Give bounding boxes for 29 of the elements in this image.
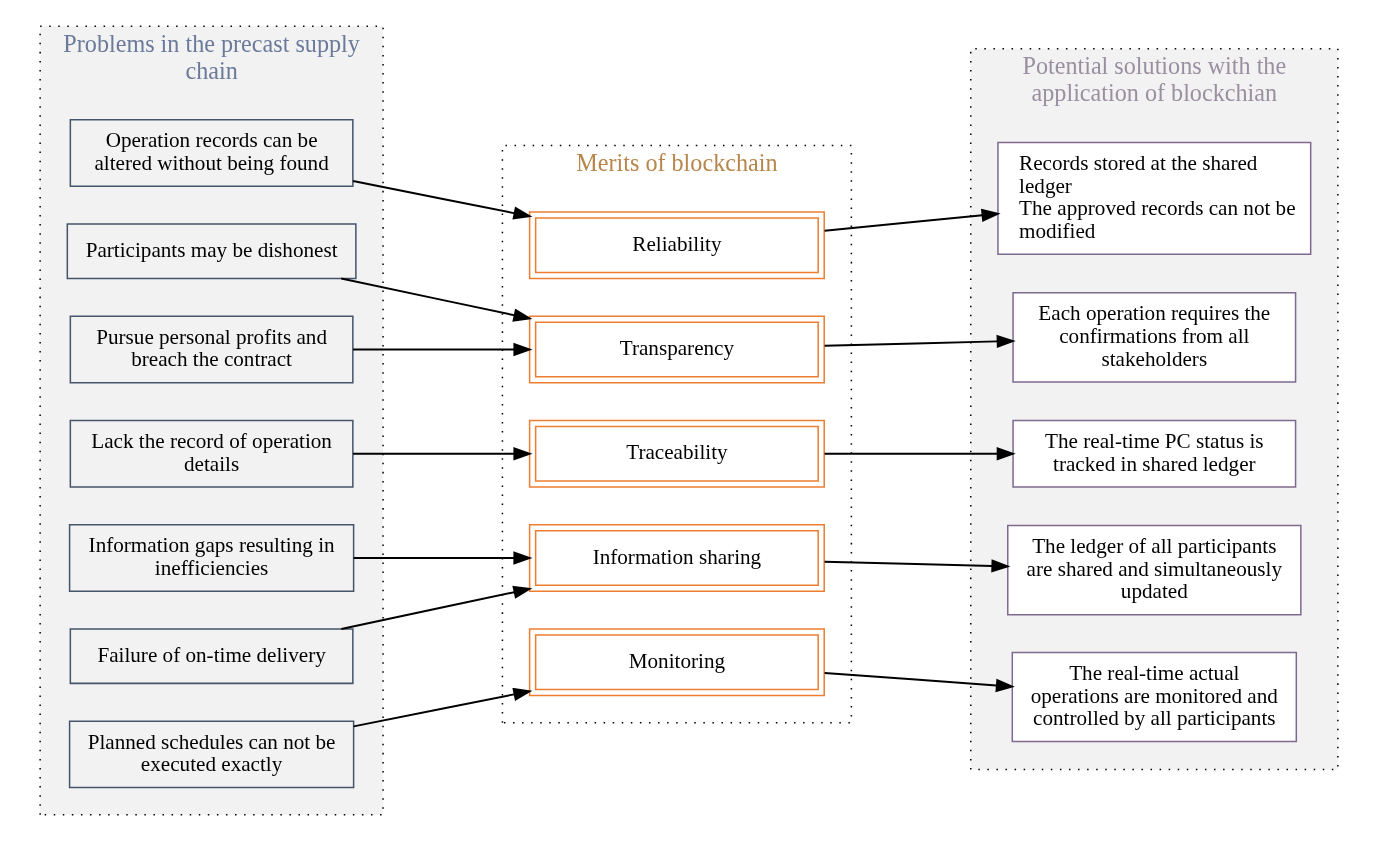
node-box: Traceability: [528, 419, 825, 488]
node-box: Each operation requires the confirmations from all stakeholders: [1012, 292, 1297, 383]
node-box: Failure of on-time delivery: [69, 628, 354, 685]
node-box: The real-time PC status is tracked in shared ledger: [1012, 419, 1297, 488]
node-box: Records stored at the shared ledger The approved records can not be modified: [997, 141, 1312, 256]
node-box: The real-time actual operations are monitored and controlled by all participants: [1011, 651, 1298, 743]
arrow: [352, 447, 533, 461]
arrow: [823, 671, 1015, 693]
arrow: [352, 551, 533, 565]
node-box: Participants may be dishonest: [66, 223, 357, 280]
arrow: [352, 687, 533, 728]
node-box: Pursue personal profits and breach the contract: [69, 315, 354, 384]
arrow: [823, 334, 1016, 349]
arrow: [340, 585, 533, 630]
node-box: Operation records can be altered without being found: [69, 119, 354, 188]
node-box: The ledger of all participants are shared and simultaneously updated: [1007, 524, 1302, 616]
arrow: [823, 208, 1001, 232]
node-box: Information sharing: [528, 524, 825, 592]
node-box: Reliability: [528, 211, 825, 280]
arrow: [823, 559, 1011, 573]
node-box: Information gaps resulting in inefficiencies: [68, 524, 355, 592]
arrow: [823, 447, 1016, 461]
arrow: [352, 342, 533, 357]
node-box: Monitoring: [528, 628, 825, 697]
arrow: [352, 180, 533, 220]
node-box: Transparency: [528, 315, 825, 384]
node-box: Planned schedules can not be executed exactly: [68, 720, 355, 789]
arrow: [340, 277, 533, 322]
node-box: Lack the record of operation details: [69, 419, 354, 488]
